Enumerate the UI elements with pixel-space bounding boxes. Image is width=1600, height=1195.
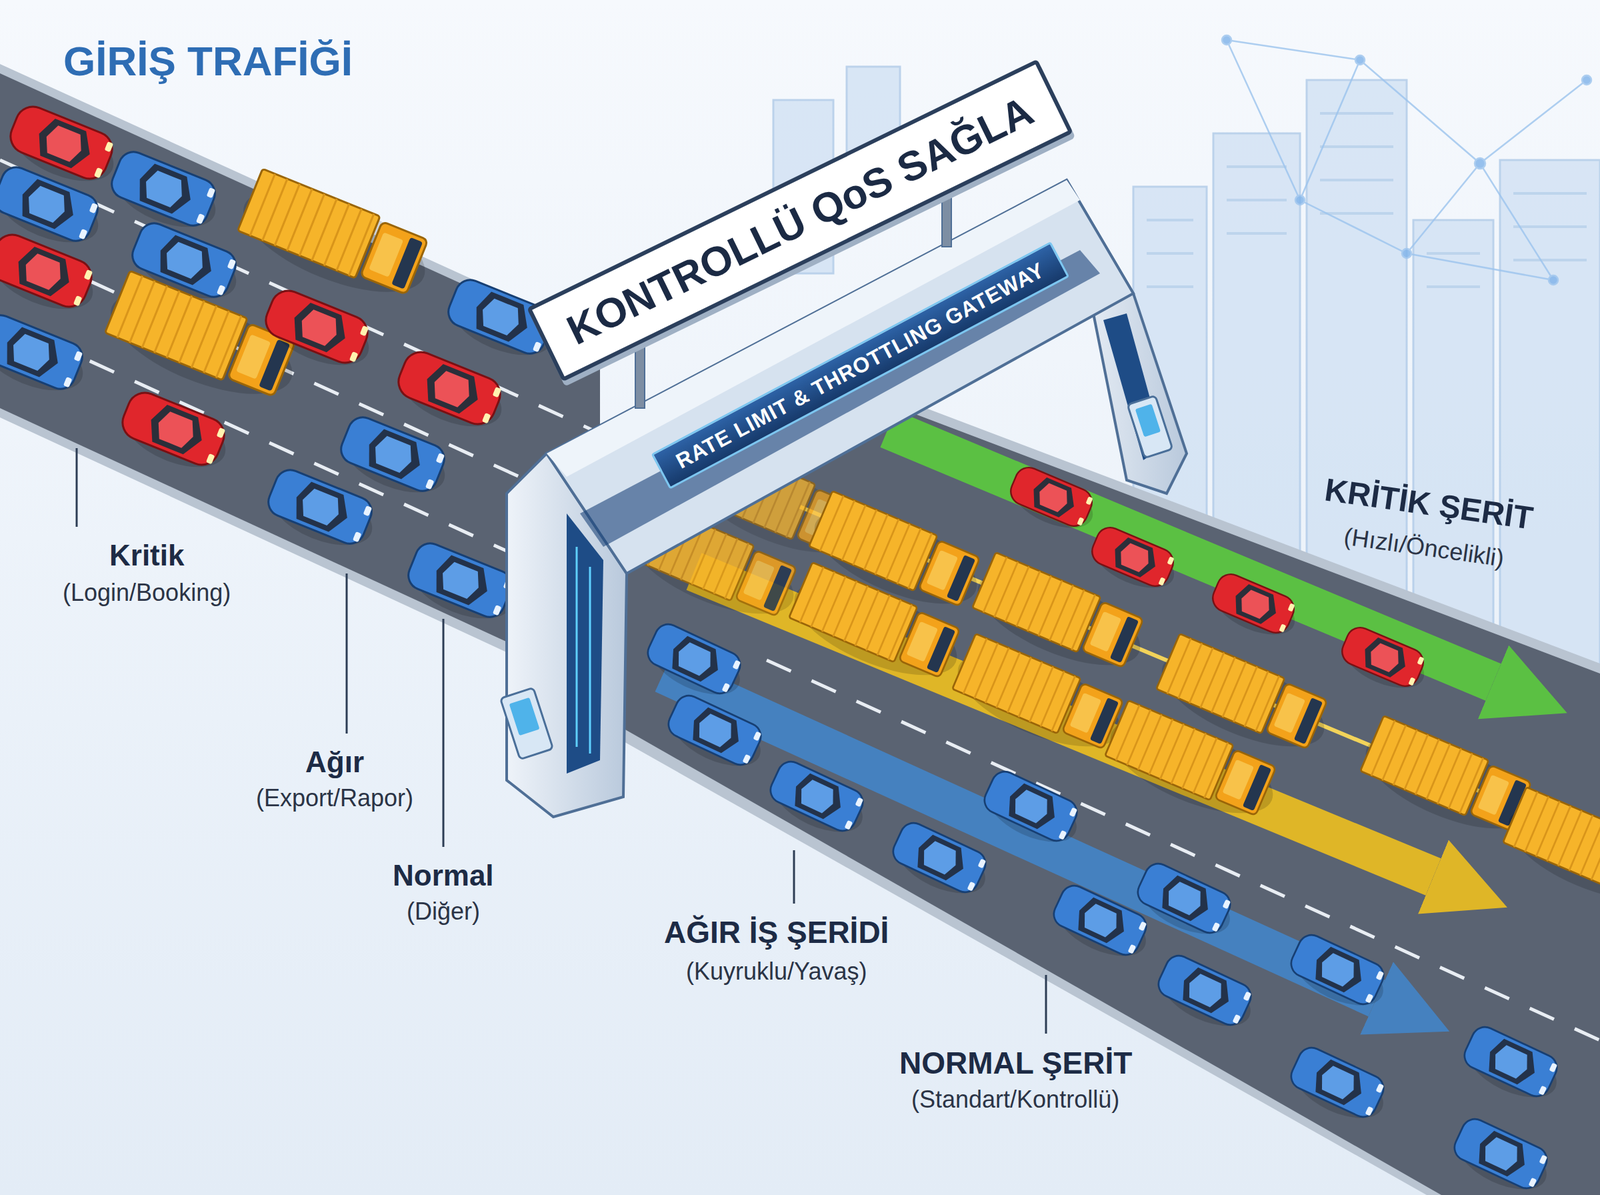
sign-post [942, 192, 952, 247]
blue-car [1284, 1043, 1394, 1130]
diagram-title: GİRİŞ TRAFİĞİ [63, 37, 353, 85]
truck [782, 561, 970, 695]
network-dot [1582, 75, 1592, 85]
kiosk-body [500, 687, 553, 759]
network-dot [1355, 55, 1365, 65]
red-car [390, 346, 512, 440]
blue-car [977, 767, 1087, 854]
lane-label: Ağır [305, 745, 364, 780]
blue-car [1151, 951, 1261, 1038]
heavy-lane-traffic [618, 438, 1600, 920]
lane-label: Kritik [109, 538, 184, 573]
sign-post [635, 341, 645, 408]
leader-lines [76, 448, 1046, 1034]
lane-label: Normal [392, 858, 494, 893]
red-car [0, 229, 103, 322]
lane-sublabel: (Diğer) [406, 897, 480, 925]
blue-car [334, 412, 456, 506]
blue-car [763, 757, 873, 844]
network-edge [1226, 40, 1587, 280]
red-car [1085, 523, 1183, 598]
red-car [258, 285, 380, 378]
window-lines [1146, 113, 1587, 287]
kiosk-body [1127, 395, 1173, 458]
incoming-traffic [0, 101, 562, 632]
network-dot [1222, 35, 1232, 45]
building-windows [1146, 113, 1587, 287]
blue-car [1447, 1114, 1557, 1195]
leader-line [1045, 974, 1048, 1034]
leader-line [346, 573, 348, 734]
network-dot [1474, 158, 1486, 169]
screen-lines [576, 546, 590, 754]
blue-car [1130, 859, 1240, 946]
truck [230, 167, 439, 313]
lane-sublabel: (Export/Rapor) [256, 784, 414, 812]
lane-label: NORMAL ŞERİT [899, 1045, 1132, 1081]
kiosk [1127, 395, 1173, 458]
red-car [1335, 623, 1433, 698]
leader-line [76, 448, 78, 527]
building [1413, 220, 1494, 647]
lane-label: AĞIR İŞ ŞERİDİ [664, 914, 889, 950]
pillar-screen [566, 513, 604, 774]
blue-car [1284, 930, 1394, 1018]
building [1500, 160, 1600, 667]
network-lines [1222, 35, 1592, 285]
normal-lane-traffic [640, 620, 1567, 1195]
truck [1496, 786, 1600, 920]
red-car [114, 387, 236, 480]
leader-line [793, 850, 796, 904]
lane-sublabel: (Login/Booking) [62, 578, 231, 606]
red-car [1004, 463, 1102, 538]
blue-car [1457, 1022, 1567, 1110]
lane-divider [766, 660, 1600, 1040]
blue-car [0, 310, 93, 404]
blue-car [401, 538, 523, 632]
lane-sublabel: (Kuyruklu/Yavaş) [686, 957, 867, 985]
blue-car [886, 818, 996, 906]
blue-car [261, 465, 383, 558]
leader-line [442, 618, 445, 847]
lane-sublabel: (Standart/Kontrollü) [911, 1085, 1120, 1113]
kiosk [500, 687, 553, 759]
blue-car [640, 620, 750, 707]
network-dot [1548, 275, 1558, 285]
kiosk-screen [509, 697, 540, 736]
kiosk-screen [1135, 404, 1161, 438]
truck [97, 269, 306, 415]
truck [945, 632, 1134, 766]
network-dot [1402, 248, 1412, 258]
network-dot [1295, 195, 1305, 205]
blue-car [661, 691, 771, 778]
truck [1098, 699, 1286, 833]
red-car [1206, 570, 1304, 645]
